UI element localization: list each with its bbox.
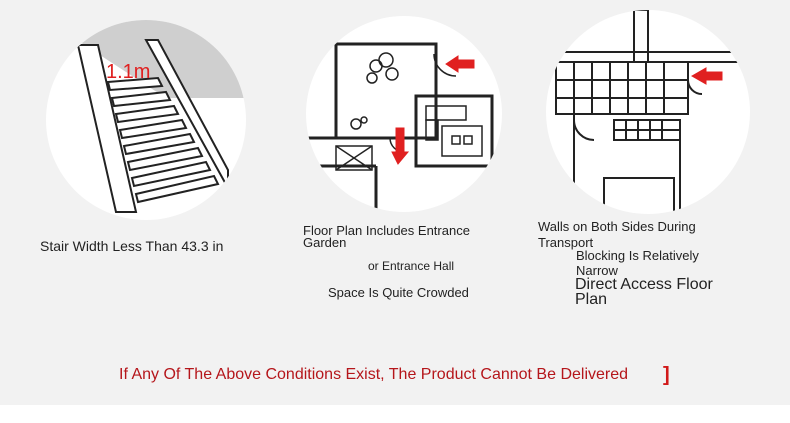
entrance-caption-line4: Space Is Quite Crowded — [328, 285, 469, 300]
access-caption-line2: Transport — [538, 235, 594, 250]
staircase-illustration: 1.1m — [46, 20, 246, 220]
access-caption-line4: Narrow — [576, 263, 618, 278]
entrance-caption-line3: or Entrance Hall — [368, 259, 455, 273]
access-caption-line6: Plan — [575, 291, 608, 308]
narrow-access-illustration — [546, 10, 750, 214]
entrance-floorplan-drawing — [306, 42, 494, 212]
stair-caption: Stair Width Less Than 43.3 in — [40, 238, 224, 254]
entrance-caption-line1: Floor Plan Includes Entrance — [303, 223, 470, 238]
entrance-floorplan-illustration — [306, 16, 502, 212]
access-caption-line3: Blocking Is Relatively — [576, 248, 699, 263]
warning-bracket: ] — [663, 364, 670, 386]
entrance-caption-line2: Garden — [303, 235, 347, 250]
access-caption-line5: Direct Access Floor — [575, 276, 713, 293]
delivery-warning: If Any Of The Above Conditions Exist, Th… — [119, 366, 629, 383]
stair-width-label: 1.1m — [106, 61, 150, 83]
narrow-access-drawing — [546, 10, 750, 214]
staircase-drawing: 1.1m — [46, 20, 246, 213]
access-caption-line1: Walls on Both Sides During — [538, 219, 696, 234]
